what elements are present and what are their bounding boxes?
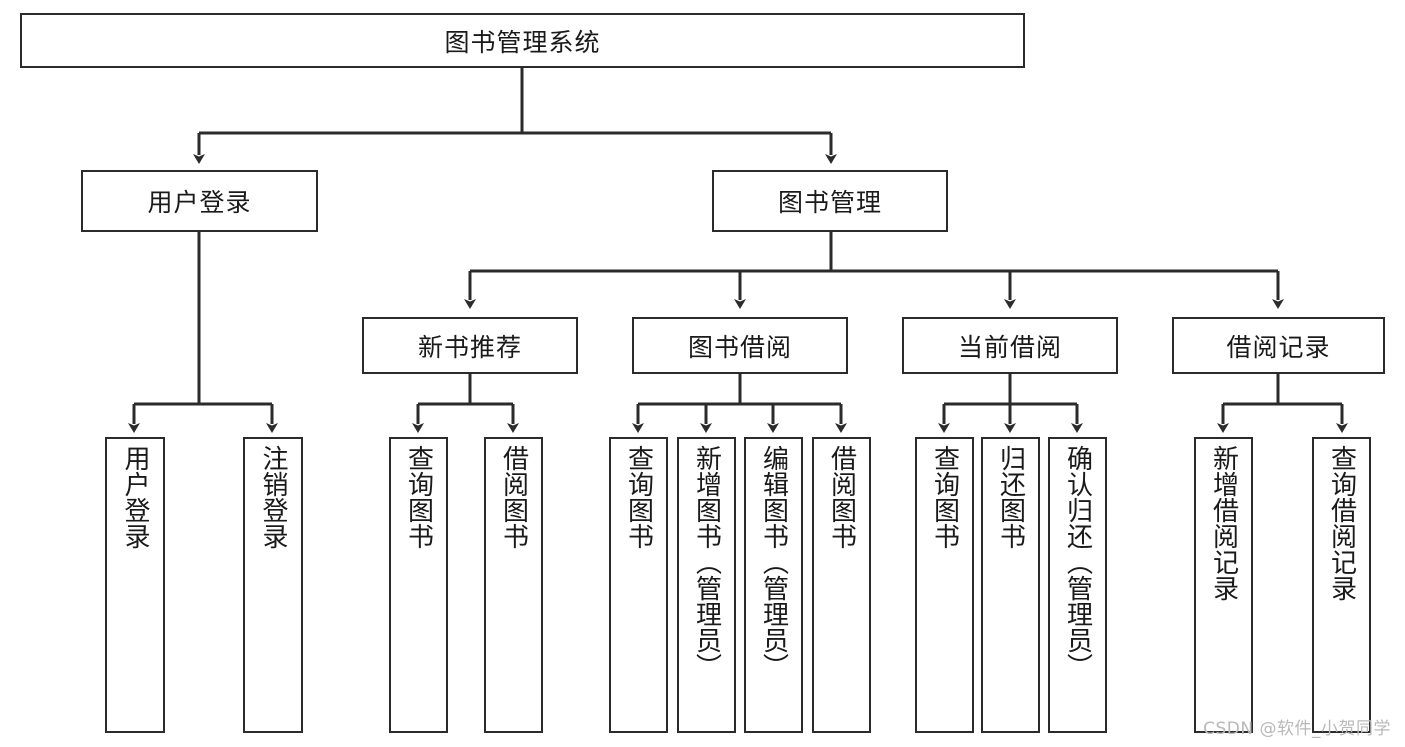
leaf-edit-book-admin-label: 编辑图书（管理员） xyxy=(758,445,789,679)
watermark-text: CSDN @软件_小贺同学 xyxy=(1203,719,1391,739)
leaf-confirm-return-admin-label: 确认归还（管理员） xyxy=(1062,445,1093,679)
node-new-book-recommend-label: 新书推荐 xyxy=(417,332,522,362)
leaf-user-logout-label: 注销登录 xyxy=(258,445,289,549)
leaf-query-book-3-label: 查询图书 xyxy=(929,445,960,549)
node-root[interactable]: 图书管理系统 xyxy=(20,13,1025,68)
node-book-borrow[interactable]: 图书借阅 xyxy=(632,317,848,374)
leaf-borrow-book-2-label: 借阅图书 xyxy=(826,445,857,549)
leaf-query-book-1-label: 查询图书 xyxy=(403,445,434,549)
leaf-return-book-label: 归还图书 xyxy=(995,445,1026,549)
leaf-borrow-book-1[interactable]: 借阅图书 xyxy=(484,437,543,733)
leaf-add-borrow-record[interactable]: 新增借阅记录 xyxy=(1194,437,1253,733)
leaf-confirm-return-admin[interactable]: 确认归还（管理员） xyxy=(1048,437,1107,733)
leaf-query-book-2-label: 查询图书 xyxy=(623,445,654,549)
leaf-query-borrow-record[interactable]: 查询借阅记录 xyxy=(1312,437,1371,733)
node-book-borrow-label: 图书借阅 xyxy=(687,332,792,362)
leaf-borrow-book-1-label: 借阅图书 xyxy=(498,445,529,549)
leaf-query-book-1[interactable]: 查询图书 xyxy=(389,437,448,733)
leaf-query-book-2[interactable]: 查询图书 xyxy=(609,437,668,733)
node-book-management[interactable]: 图书管理 xyxy=(712,170,948,232)
node-borrow-record-label: 借阅记录 xyxy=(1226,332,1331,362)
leaf-query-borrow-record-label: 查询借阅记录 xyxy=(1326,445,1357,601)
leaf-add-book-admin[interactable]: 新增图书（管理员） xyxy=(677,437,736,733)
node-current-borrow[interactable]: 当前借阅 xyxy=(902,317,1118,374)
node-current-borrow-label: 当前借阅 xyxy=(957,332,1062,362)
leaf-add-book-admin-label: 新增图书（管理员） xyxy=(691,445,722,679)
node-user-login[interactable]: 用户登录 xyxy=(81,170,318,232)
leaf-add-borrow-record-label: 新增借阅记录 xyxy=(1208,445,1239,601)
leaf-user-login[interactable]: 用户登录 xyxy=(105,437,165,733)
leaf-edit-book-admin[interactable]: 编辑图书（管理员） xyxy=(744,437,803,733)
node-book-management-label: 图书管理 xyxy=(777,188,882,217)
node-root-label: 图书管理系统 xyxy=(444,27,601,57)
node-new-book-recommend[interactable]: 新书推荐 xyxy=(362,317,578,374)
leaf-return-book[interactable]: 归还图书 xyxy=(981,437,1040,733)
node-borrow-record[interactable]: 借阅记录 xyxy=(1172,317,1385,374)
leaf-borrow-book-2[interactable]: 借阅图书 xyxy=(812,437,871,733)
leaf-query-book-3[interactable]: 查询图书 xyxy=(915,437,974,733)
leaf-user-login-label: 用户登录 xyxy=(120,445,151,549)
node-user-login-label: 用户登录 xyxy=(147,188,252,217)
leaf-user-logout[interactable]: 注销登录 xyxy=(243,437,303,733)
